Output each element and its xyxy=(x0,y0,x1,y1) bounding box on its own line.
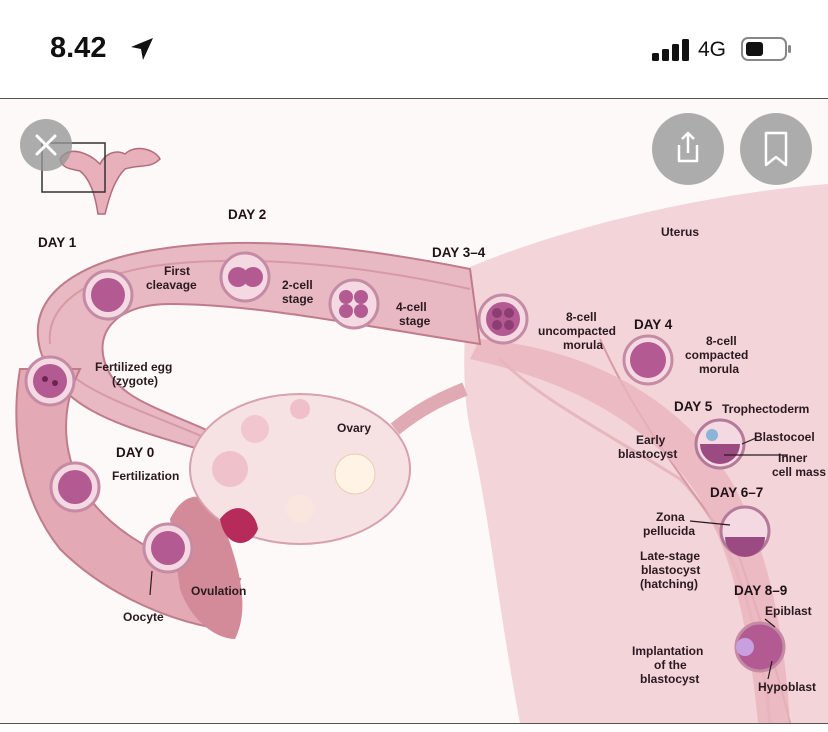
label-implantation-3: blastocyst xyxy=(640,672,699,686)
label-trophectoderm: Trophectoderm xyxy=(722,402,809,416)
label-oocyte: Oocyte xyxy=(123,610,164,624)
label-early-blastocyst-2: blastocyst xyxy=(618,447,677,461)
network-type: 4G xyxy=(698,38,727,61)
fimbriae xyxy=(170,496,243,639)
label-zona-pellucida-1: Zona xyxy=(656,510,685,524)
close-icon xyxy=(35,134,57,156)
two-cell-stage xyxy=(219,251,271,303)
label-eight-uncompacted-3: morula xyxy=(563,338,603,352)
label-inner-cell-mass-1: Inner xyxy=(778,451,808,465)
fertilization-cell xyxy=(49,461,101,513)
label-four-cell-2: stage xyxy=(399,314,431,328)
label-late-blastocyst-2: blastocyst xyxy=(641,563,700,577)
share-button[interactable] xyxy=(652,113,724,185)
label-first-cleavage-2: cleavage xyxy=(146,278,197,292)
label-fertilization: Fertilization xyxy=(112,469,179,483)
four-cell-stage xyxy=(328,278,380,330)
label-day34: DAY 3–4 xyxy=(432,245,486,260)
late-blastocyst-cell xyxy=(719,505,771,557)
label-implantation-2: of the xyxy=(654,658,687,672)
label-implantation-1: Implantation xyxy=(632,644,703,658)
label-four-cell-1: 4-cell xyxy=(396,300,427,314)
signal-bars-icon xyxy=(652,39,689,61)
label-two-cell-1: 2-cell xyxy=(282,278,313,292)
status-time: 8.42 xyxy=(50,32,107,64)
fertilization-diagram: DAY 0 DAY 1 DAY 2 DAY 3–4 DAY 4 DAY 5 DA… xyxy=(0,99,828,723)
status-bar: 8.42 4G xyxy=(0,0,828,98)
label-eight-uncompacted-2: uncompacted xyxy=(538,324,616,338)
label-late-blastocyst-1: Late-stage xyxy=(640,549,700,563)
label-day1: DAY 1 xyxy=(38,235,77,250)
label-zona-pellucida-2: pellucida xyxy=(643,524,695,538)
label-fertilized-egg-1: Fertilized egg xyxy=(95,360,172,374)
bookmark-icon xyxy=(764,131,788,167)
label-day89: DAY 8–9 xyxy=(734,583,787,598)
eight-cell-uncompacted xyxy=(477,293,529,345)
label-day0: DAY 0 xyxy=(116,445,154,460)
early-blastocyst-cell xyxy=(694,418,746,470)
label-late-blastocyst-3: (hatching) xyxy=(640,577,698,591)
label-blastocoel: Blastocoel xyxy=(754,430,815,444)
battery-icon xyxy=(741,37,791,61)
label-first-cleavage-1: First xyxy=(164,264,190,278)
label-eight-compacted-2: compacted xyxy=(685,348,748,362)
zygote-cell xyxy=(24,355,76,407)
label-day2: DAY 2 xyxy=(228,207,266,222)
bookmark-button[interactable] xyxy=(740,113,812,185)
label-eight-uncompacted-1: 8-cell xyxy=(566,310,597,324)
label-inner-cell-mass-2: cell mass xyxy=(772,465,826,479)
label-ovary: Ovary xyxy=(337,421,371,435)
label-hypoblast: Hypoblast xyxy=(758,680,816,694)
label-epiblast: Epiblast xyxy=(765,604,812,618)
label-two-cell-2: stage xyxy=(282,292,314,306)
label-early-blastocyst-1: Early xyxy=(636,433,666,447)
label-day67: DAY 6–7 xyxy=(710,485,763,500)
label-fertilized-egg-2: (zygote) xyxy=(112,374,158,388)
image-viewer: DAY 0 DAY 1 DAY 2 DAY 3–4 DAY 4 DAY 5 DA… xyxy=(0,98,828,724)
label-eight-compacted-1: 8-cell xyxy=(706,334,737,348)
first-cleavage-cell xyxy=(82,269,134,321)
label-ovulation: Ovulation xyxy=(191,584,246,598)
implantation-cell xyxy=(734,621,786,673)
oocyte-cell xyxy=(142,522,194,574)
label-eight-compacted-3: morula xyxy=(699,362,739,376)
eight-cell-compacted xyxy=(622,334,674,386)
share-icon xyxy=(677,131,699,163)
close-button[interactable] xyxy=(20,119,72,171)
label-day5: DAY 5 xyxy=(674,399,713,414)
location-arrow-icon xyxy=(131,38,153,60)
label-day4: DAY 4 xyxy=(634,317,673,332)
label-uterus: Uterus xyxy=(661,225,699,239)
